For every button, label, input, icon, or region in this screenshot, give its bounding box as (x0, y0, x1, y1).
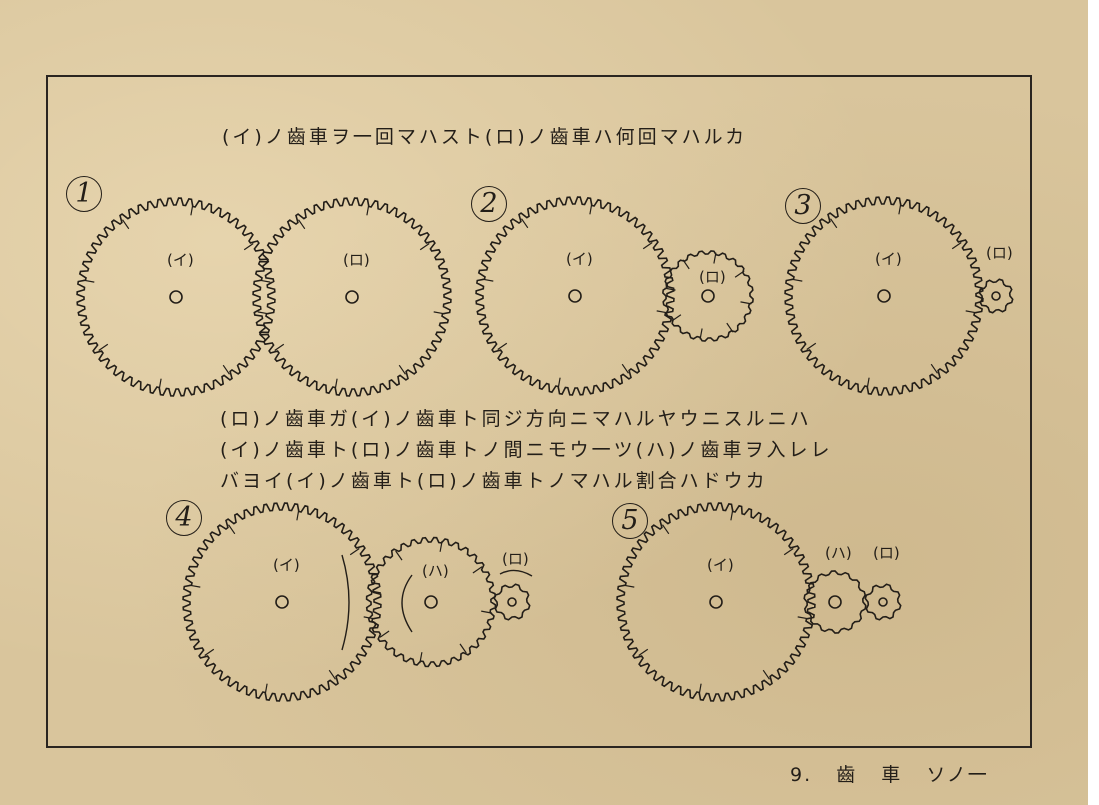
rotation-arc-3 (499, 569, 533, 577)
gear-hub-2-1 (568, 289, 582, 303)
diagram-number-1: 1 (66, 176, 102, 212)
gear-label-1-2: (ロ) (343, 251, 370, 269)
gear-label-3-2: (ロ) (986, 244, 1013, 262)
gear-label-5-3: (ロ) (873, 544, 900, 562)
gear-hub-4-2 (424, 595, 438, 609)
gear-hub-3-1 (877, 289, 891, 303)
gear-ticks-4-2 (369, 540, 493, 664)
gear-ticks-2-1 (482, 203, 668, 389)
gear-ticks-5-1 (623, 509, 809, 695)
gear-4-1 (182, 502, 382, 702)
gear-hub-4-1 (275, 595, 289, 609)
gear-ticks-2-2 (664, 252, 752, 340)
rotation-arc-2 (401, 574, 413, 633)
paragraph-line-3: バヨイ(イ)ノ齒車ト(ロ)ノ齒車トノマハル割合ハドウカ (220, 470, 768, 492)
page-frame (46, 75, 1032, 748)
gear-label-2-2: (ロ) (699, 268, 726, 286)
page-number: 9. (790, 764, 813, 786)
gear-1-1 (76, 197, 276, 397)
gear-ticks-1-2 (259, 204, 445, 390)
rotation-arc-1 (341, 554, 350, 651)
gear-hub-2-2 (701, 289, 715, 303)
paragraph-line-1: (ロ)ノ齒車ガ(イ)ノ齒車ト同ジ方向ニマハルヤウニスルニハ (220, 408, 812, 430)
gear-ticks-1-1 (83, 204, 269, 390)
gear-hub-5-1 (709, 595, 723, 609)
gear-label-4-2: (ハ) (422, 562, 449, 580)
footer-word-1: 齒 (836, 764, 858, 786)
gear-4-3 (493, 583, 531, 621)
gear-ticks-3-1 (791, 203, 977, 389)
gear-5-1 (616, 502, 816, 702)
diagram-number-5: 5 (612, 503, 648, 539)
diagram-number-4: 4 (166, 500, 202, 536)
footer-word-3: ソノ一 (926, 764, 989, 786)
gear-hub-5-3 (878, 597, 888, 607)
gear-2-1 (475, 196, 675, 396)
gear-3-2 (978, 278, 1014, 314)
gear-2-2 (662, 250, 754, 342)
gear-label-4-3: (ロ) (502, 550, 529, 568)
gear-5-3 (864, 583, 902, 621)
gear-label-5-1: (イ) (707, 556, 734, 574)
gear-hub-4-3 (507, 597, 517, 607)
gear-label-4-1: (イ) (273, 556, 300, 574)
gear-3-1 (784, 196, 984, 396)
gear-label-2-1: (イ) (566, 250, 593, 268)
gear-hub-3-2 (991, 291, 1001, 301)
gear-1-2 (252, 197, 452, 397)
gear-5-2 (803, 570, 867, 634)
gear-hub-5-2 (828, 595, 842, 609)
footer-word-2: 車 (881, 764, 903, 786)
gear-ticks-4-1 (189, 509, 375, 695)
diagram-number-3: 3 (785, 188, 821, 224)
page-title: (イ)ノ齒車ヲ一回マハスト(ロ)ノ齒車ハ何回マハルカ (222, 126, 748, 148)
gear-label-5-2: (ハ) (825, 544, 852, 562)
gear-4-2 (365, 536, 497, 668)
gear-label-3-1: (イ) (875, 250, 902, 268)
paragraph-line-2: (イ)ノ齒車ト(ロ)ノ齒車トノ間ニモウ一ツ(ハ)ノ齒車ヲ入レレ (220, 439, 833, 461)
page-footer: 9. 齒 車 ソノ一 (790, 760, 1005, 787)
diagram-number-2: 2 (471, 186, 507, 222)
gear-hub-1-2 (345, 290, 359, 304)
gear-hub-1-1 (169, 290, 183, 304)
gear-label-1-1: (イ) (167, 251, 194, 269)
